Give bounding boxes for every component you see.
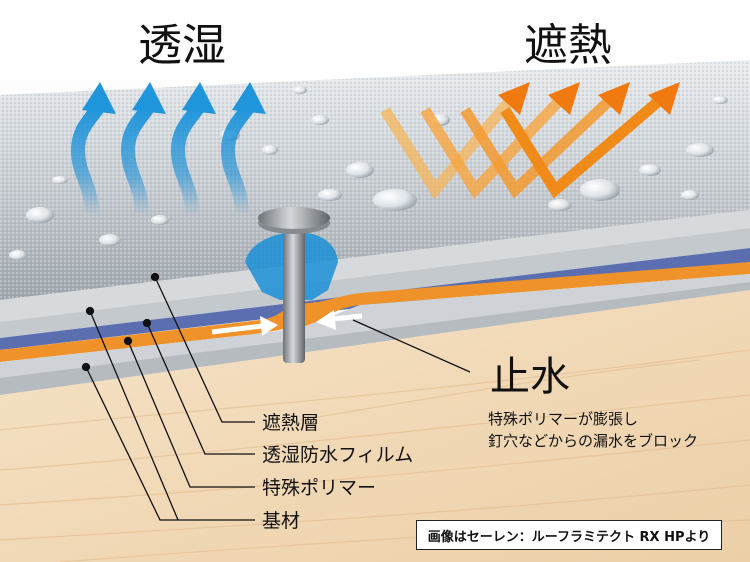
water-droplets <box>9 86 728 260</box>
layer-leaders <box>81 272 255 521</box>
credit-box: 画像はセーレン：ルーフラミテクト RX HPより <box>416 520 722 550</box>
nail-head <box>258 207 330 229</box>
label-heat-layer: 遮熱層 <box>262 412 319 434</box>
title-breathable: 透湿 <box>138 20 226 71</box>
title-heat-shield: 遮熱 <box>524 20 612 71</box>
stop-water-desc-1: 特殊ポリマーが膨張し <box>488 410 638 428</box>
nail-shank <box>283 228 305 363</box>
stop-water-desc-2: 釘穴などからの漏水をブロック <box>488 432 698 450</box>
breathing-arrows <box>70 82 266 216</box>
label-polymer: 特殊ポリマー <box>262 477 376 499</box>
stop-water-leader <box>352 319 471 373</box>
base-layer-shadow <box>0 282 750 395</box>
heat-arrows <box>380 82 680 200</box>
block-arrows <box>211 310 363 336</box>
credit-text: 画像はセーレン：ルーフラミテクト RX HPより <box>427 530 711 545</box>
label-film: 透湿防水フィルム <box>262 444 413 466</box>
wood-grain <box>0 349 750 562</box>
polymer-layer <box>0 262 750 362</box>
stop-water-heading: 止水 <box>490 354 570 400</box>
wood-base <box>0 290 750 562</box>
heat-layer <box>0 228 750 338</box>
top-layer <box>0 210 750 322</box>
label-base: 基材 <box>262 510 300 532</box>
